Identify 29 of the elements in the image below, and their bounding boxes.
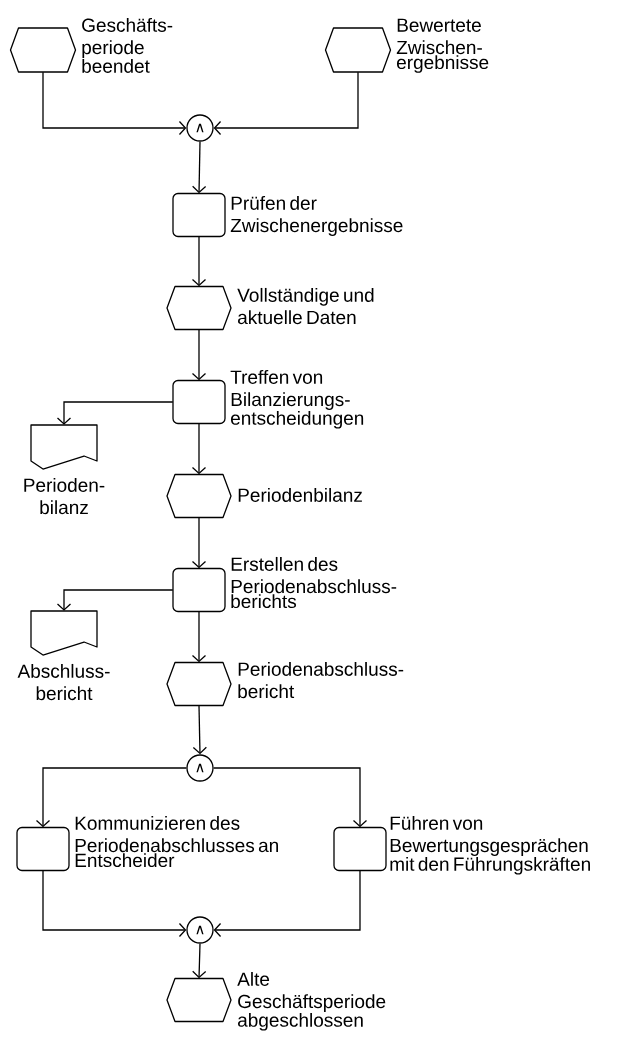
arrow <box>191 517 207 569</box>
node-label: Bewertete Zwischen- ergebnisse <box>396 18 489 73</box>
node-label: Periodenbilanz <box>238 487 362 502</box>
arrow <box>42 71 187 136</box>
arrow <box>56 401 174 425</box>
node-label: Kommunizieren des Periodenabschlusses an Entscheider <box>75 815 278 868</box>
arrow <box>42 870 187 938</box>
node-label: Abschluss- bericht <box>17 663 110 701</box>
arrow <box>191 423 207 475</box>
node-label: Perioden- bilanz <box>24 477 105 515</box>
arrow <box>213 870 361 938</box>
arrow <box>191 329 207 381</box>
node-label: Geschäfts- periode beendet <box>82 17 173 73</box>
arrow <box>192 943 207 979</box>
arrow <box>192 141 207 194</box>
node-label: Führen von Bewertungsgesprächen mit den Führungskräften <box>390 815 590 875</box>
arrow <box>192 705 207 755</box>
node-label: Treffen von Bilanzierungs- entscheidungen <box>230 369 364 429</box>
arrow <box>35 767 187 828</box>
arrow <box>213 767 368 828</box>
node-label: Alte Geschäftsperiode abgeschlossen <box>237 971 386 1031</box>
node-label: Erstellen des Periodenabschluss- berichts <box>231 556 397 609</box>
node-label: Vollständige und aktuelle Daten <box>237 287 374 325</box>
node-label: Prüfen der Zwischenergebnisse <box>230 195 403 236</box>
arrow <box>191 236 207 287</box>
arrow <box>56 589 174 611</box>
node-label: Periodenabschluss- bericht <box>238 661 404 699</box>
arrow <box>191 611 207 663</box>
arrow <box>213 71 359 136</box>
